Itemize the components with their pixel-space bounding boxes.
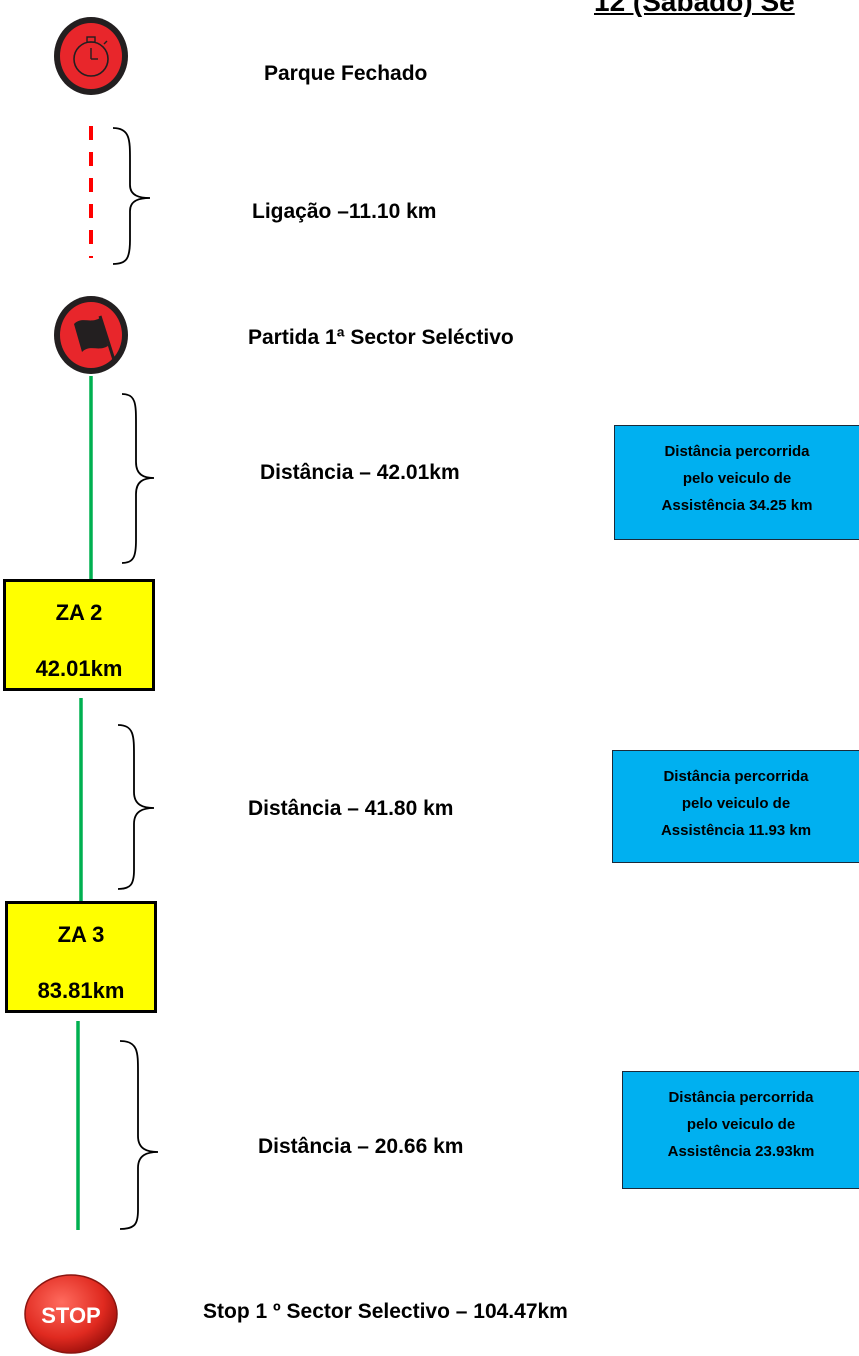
assist-box-3-line3: Assistência 23.93km bbox=[667, 1143, 815, 1160]
za-box-3: ZA 3 83.81km bbox=[5, 901, 157, 1013]
assist-box-3-line2: pelo veiculo de bbox=[686, 1116, 796, 1133]
za-2-km: 42.01km bbox=[35, 656, 123, 681]
stop-label: Stop 1 º Sector Selectivo – 104.47km bbox=[203, 1300, 568, 1323]
stopwatch-icon bbox=[54, 17, 128, 95]
assist-box-1-line2: pelo veiculo de bbox=[682, 470, 792, 487]
distancia-1-label: Distância – 42.01km bbox=[260, 461, 460, 484]
za-3-km: 83.81km bbox=[37, 978, 125, 1003]
distancia-2-label: Distância – 41.80 km bbox=[248, 797, 454, 820]
za-3-name: ZA 3 bbox=[57, 922, 105, 947]
assist-distance-box-3: Distância percorrida pelo veiculo de Ass… bbox=[622, 1071, 859, 1189]
ligacao-label: Ligação –11.10 km bbox=[252, 200, 437, 223]
page-title: 12 (Sábado) Se bbox=[594, 0, 795, 17]
stop-sign-icon: STOP bbox=[24, 1274, 118, 1354]
brace-distancia-3 bbox=[119, 1040, 159, 1230]
brace-distancia-1 bbox=[121, 393, 155, 564]
flag-icon bbox=[54, 296, 128, 374]
brace-distancia-2 bbox=[117, 724, 155, 890]
assist-distance-box-1: Distância percorrida pelo veiculo de Ass… bbox=[614, 425, 859, 540]
assist-box-2-line2: pelo veiculo de bbox=[681, 795, 791, 812]
assist-distance-box-2: Distância percorrida pelo veiculo de Ass… bbox=[612, 750, 859, 863]
stop-sign-text: STOP bbox=[41, 1303, 101, 1328]
assist-box-2-line3: Assistência 11.93 km bbox=[660, 822, 812, 839]
distancia-3-label: Distância – 20.66 km bbox=[258, 1135, 464, 1158]
parque-fechado-label: Parque Fechado bbox=[264, 62, 428, 85]
assist-box-1-line1: Distância percorrida bbox=[664, 443, 810, 460]
brace-ligacao bbox=[112, 127, 151, 265]
partida-label: Partida 1ª Sector Seléctivo bbox=[248, 326, 514, 349]
assist-box-1-line3: Assistência 34.25 km bbox=[661, 497, 813, 514]
za-box-2: ZA 2 42.01km bbox=[3, 579, 155, 691]
za-2-name: ZA 2 bbox=[55, 600, 103, 625]
assist-box-2-line1: Distância percorrida bbox=[663, 768, 809, 785]
assist-box-3-line1: Distância percorrida bbox=[668, 1089, 814, 1106]
